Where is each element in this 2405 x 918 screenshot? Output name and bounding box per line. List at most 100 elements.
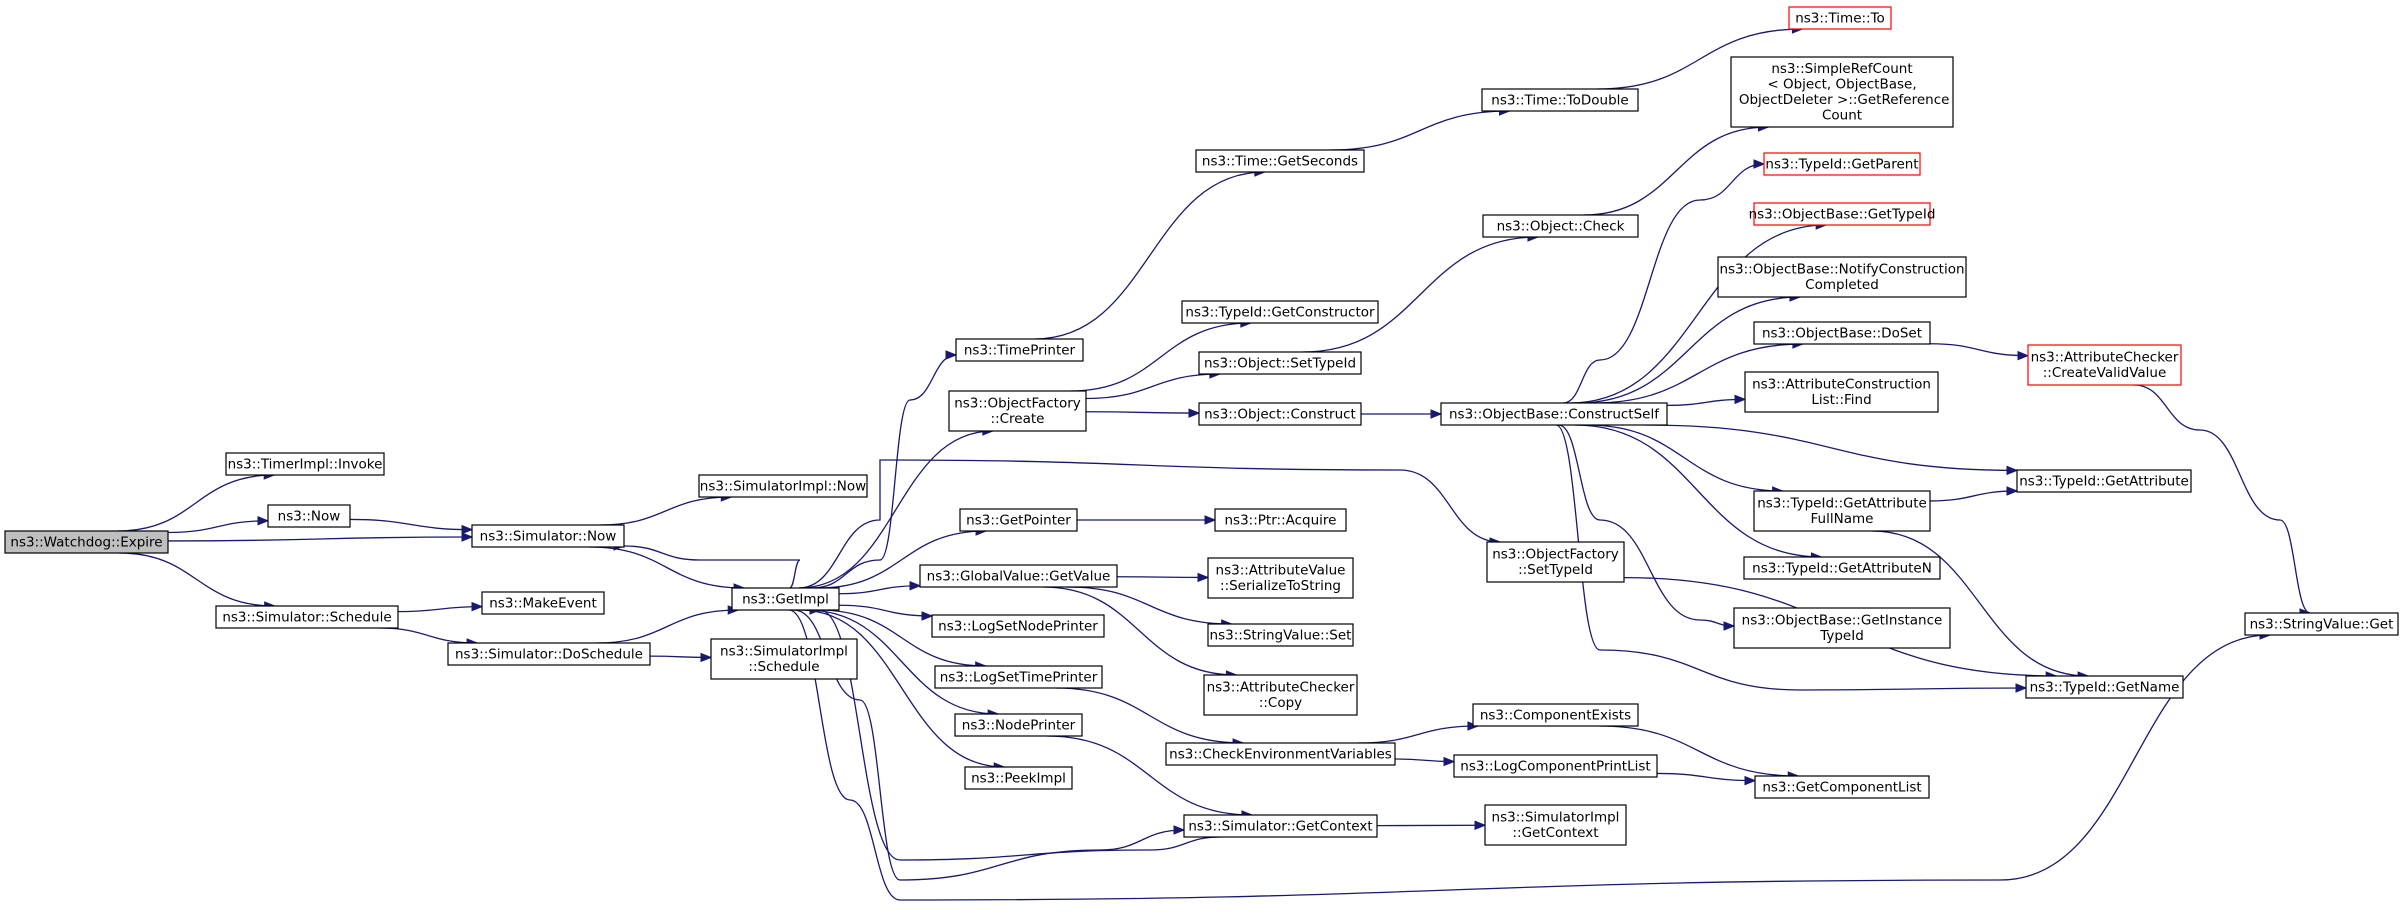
function-node-label: ns3::TypeId::GetParent (1765, 156, 1918, 172)
function-node-attrchecker-createvalid[interactable]: ns3::AttributeChecker::CreateValidValue (2027, 344, 2182, 386)
function-node-box (1195, 149, 1365, 173)
call-edge (1558, 424, 1736, 631)
function-node-objbase-constructself[interactable]: ns3::ObjectBase::ConstructSelf (1440, 402, 1668, 426)
function-node-nodeprinter[interactable]: ns3::NodePrinter (954, 713, 1083, 737)
function-node-simplerefcount[interactable]: ns3::SimpleRefCount< Object, ObjectBase,… (1730, 56, 1954, 128)
function-node-label: ns3::Time::To (1795, 10, 1885, 26)
function-node-typeid-getattrn[interactable]: ns3::TypeId::GetAttributeN (1743, 556, 1941, 580)
function-node-object-settypeid[interactable]: ns3::Object::SetTypeId (1198, 351, 1362, 375)
function-node-objfactory-create[interactable]: ns3::ObjectFactory::Create (948, 390, 1087, 432)
call-edge-line (1563, 163, 1765, 404)
call-edge-line (838, 585, 921, 595)
function-node-label: ns3::CheckEnvironmentVariables (1169, 746, 1392, 762)
function-node-attrchecker-copy[interactable]: ns3::AttributeChecker::Copy (1203, 674, 1358, 716)
arrowhead-icon (1173, 825, 1186, 835)
call-edge-line (818, 609, 986, 667)
function-node-box (1484, 804, 1627, 846)
function-node-makeevent[interactable]: ns3::MakeEvent (481, 591, 605, 615)
function-node-typeid-getname[interactable]: ns3::TypeId::GetName (2025, 675, 2184, 699)
call-edge (812, 350, 958, 589)
function-node-object-check[interactable]: ns3::Object::Check (1482, 214, 1639, 238)
call-edge-line (1558, 424, 1735, 627)
call-edge-line (805, 609, 999, 715)
function-node-expire: ns3::Watchdog::Expire (4, 530, 169, 554)
arrowhead-icon (1474, 820, 1487, 830)
arrowhead-icon (921, 611, 934, 621)
function-node-box (1753, 490, 1931, 532)
function-node-objbase-doset[interactable]: ns3::ObjectBase::DoSet (1753, 321, 1931, 345)
function-node-getimpl[interactable]: ns3::GetImpl (731, 587, 840, 611)
function-node-box (1753, 321, 1931, 345)
function-node-getpointer[interactable]: ns3::GetPointer (959, 508, 1078, 532)
function-node-object-construct[interactable]: ns3::Object::Construct (1198, 402, 1362, 426)
call-edge-line (599, 496, 732, 526)
call-edge-line (1871, 530, 2089, 677)
function-node-box (1472, 703, 1639, 727)
function-node-peekimpl[interactable]: ns3::PeekImpl (964, 766, 1073, 790)
call-edge-line (793, 609, 1185, 881)
function-node-ptr-acquire[interactable]: ns3::Ptr::Acquire (1214, 508, 1347, 532)
function-node-box (215, 605, 399, 629)
function-node-box (1743, 556, 1941, 580)
function-node-simimpl-getcontext[interactable]: ns3::SimulatorImpl::GetContext (1484, 804, 1627, 846)
function-node-logsettimeprinter[interactable]: ns3::LogSetTimePrinter (934, 665, 1103, 689)
function-node-logsetnodeprinter[interactable]: ns3::LogSetNodePrinter (931, 614, 1105, 638)
function-node-label: ns3::StringValue::Get (2250, 616, 2394, 632)
function-node-label: ns3::TimePrinter (964, 342, 1076, 358)
function-node-now[interactable]: ns3::Now (267, 504, 351, 528)
call-edge-line (1055, 687, 1244, 744)
call-edge-line (1569, 224, 1827, 404)
function-node-time-getseconds[interactable]: ns3::Time::GetSeconds (1195, 149, 1365, 173)
function-node-componentexists[interactable]: ns3::ComponentExists (1472, 703, 1639, 727)
function-node-typeid-getattribute[interactable]: ns3::TypeId::GetAttribute (2016, 469, 2192, 493)
function-node-typeid-getparent[interactable]: ns3::TypeId::GetParent (1763, 152, 1921, 176)
function-node-attrvalue-serialize[interactable]: ns3::AttributeValue::SerializeToString (1207, 557, 1354, 599)
function-node-box (1744, 371, 1939, 413)
function-node-label: ns3::LogSetTimePrinter (940, 669, 1098, 685)
function-node-sim-now[interactable]: ns3::Simulator::Now (471, 524, 625, 548)
function-node-label: ns3::GetPointer (966, 512, 1071, 528)
call-edge-line (838, 604, 933, 617)
function-node-time-todouble[interactable]: ns3::Time::ToDouble (1481, 88, 1639, 112)
function-node-time-to[interactable]: ns3::Time::To (1788, 6, 1892, 30)
call-edge-line (1555, 424, 2027, 691)
function-node-box (1788, 6, 1892, 30)
arrowhead-icon (1443, 756, 1456, 767)
function-node-box (955, 338, 1084, 362)
call-edge (1666, 394, 1747, 407)
function-node-sim-doschedule[interactable]: ns3::Simulator::DoSchedule (447, 642, 651, 666)
function-node-getcomponentlist[interactable]: ns3::GetComponentList (1754, 775, 1930, 799)
arrowhead-icon (2006, 465, 2019, 476)
call-edge-line (118, 552, 275, 607)
function-node-timeprinter[interactable]: ns3::TimePrinter (955, 338, 1084, 362)
function-node-logcomponentprintlist[interactable]: ns3::LogComponentPrintList (1453, 754, 1658, 778)
function-node-typeid-getconstructor[interactable]: ns3::TypeId::GetConstructor (1181, 300, 1379, 324)
function-node-simimpl-now[interactable]: ns3::SimulatorImpl::Now (698, 474, 868, 498)
call-edge-line (623, 545, 801, 589)
function-node-objfactory-settypeid[interactable]: ns3::ObjectFactory::SetTypeId (1486, 541, 1625, 583)
arrowhead-icon (700, 652, 713, 663)
function-node-box (1754, 775, 1930, 799)
function-node-stringvalue-set[interactable]: ns3::StringValue::Set (1207, 623, 1354, 647)
arrowhead-icon (1197, 572, 1210, 583)
call-edge (1644, 424, 2019, 476)
function-node-label: ns3::AttributeChecker::CreateValidValue (2031, 350, 2179, 382)
function-node-objbase-gettypeid[interactable]: ns3::ObjectBase::GetTypeId (1749, 202, 1936, 226)
call-edge-line (799, 430, 993, 589)
function-node-stringvalue-get[interactable]: ns3::StringValue::Get (2244, 612, 2399, 636)
function-node-simimpl-schedule[interactable]: ns3::SimulatorImpl::Schedule (710, 638, 858, 680)
function-node-sim-schedule[interactable]: ns3::Simulator::Schedule (215, 605, 399, 629)
call-edge (1656, 772, 1757, 786)
function-node-sim-getcontext[interactable]: ns3::Simulator::GetContext (1183, 814, 1378, 838)
function-node-checkenv[interactable]: ns3::CheckEnvironmentVariables (1165, 742, 1396, 766)
function-node-label: ns3::Time::GetSeconds (1202, 153, 1358, 169)
call-edge (793, 609, 1186, 881)
function-node-timerimpl-invoke[interactable]: ns3::TimerImpl::Invoke (225, 452, 385, 476)
function-node-globalvalue-getvalue[interactable]: ns3::GlobalValue::GetValue (919, 564, 1118, 588)
